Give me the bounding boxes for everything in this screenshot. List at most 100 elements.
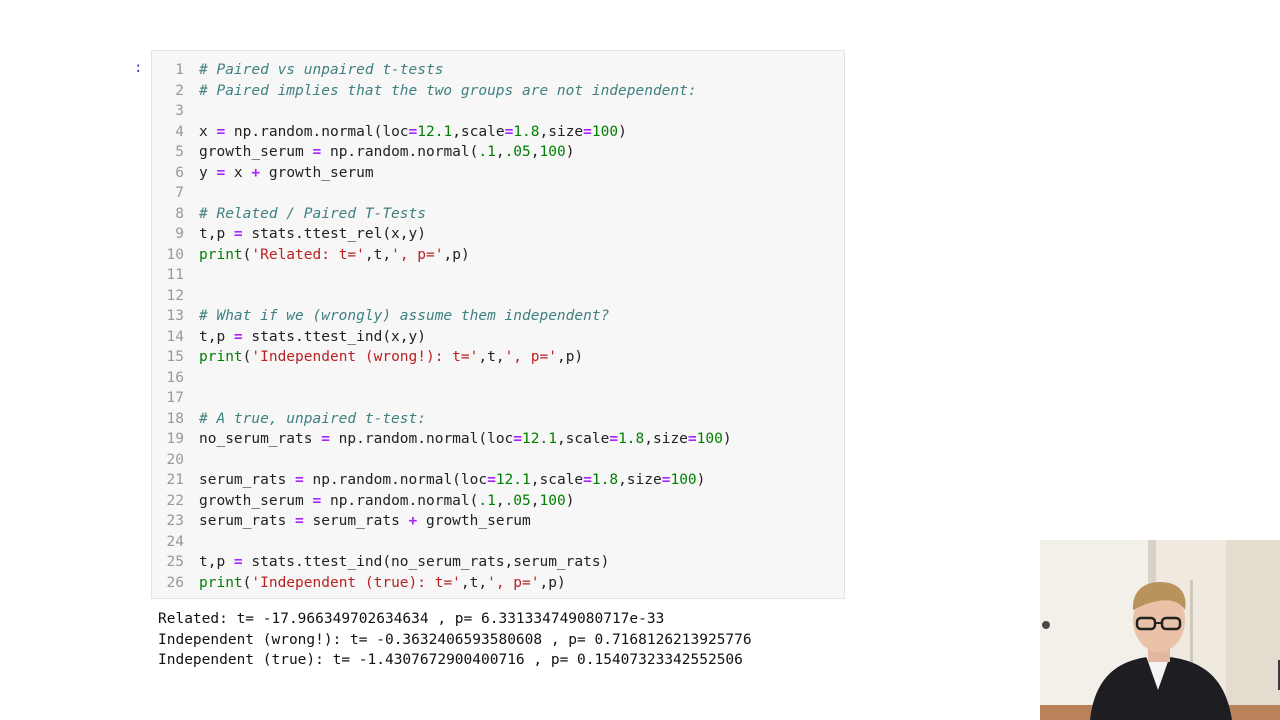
- code-token: 'Independent (wrong!): t=': [251, 349, 479, 365]
- line-number: 15: [166, 349, 184, 365]
- code-token: no_serum_rats: [199, 431, 322, 447]
- code-token: ,: [530, 492, 540, 509]
- code-token: (: [242, 574, 252, 591]
- line-number: 8: [175, 205, 184, 222]
- code-line[interactable]: 7: [152, 183, 844, 204]
- code-token: serum_rats: [199, 472, 296, 488]
- line-number: 3: [175, 103, 184, 119]
- code-token: ,: [530, 144, 540, 160]
- code-token: =: [216, 123, 226, 140]
- line-number: 12: [166, 287, 184, 304]
- code-token: 12.1: [417, 123, 453, 140]
- code-token: ,: [495, 492, 505, 509]
- code-line[interactable]: 13# What if we (wrongly) assume them ind…: [152, 306, 844, 327]
- code-token: (: [242, 349, 252, 365]
- code-token: =: [233, 554, 243, 570]
- code-text: [184, 368, 199, 389]
- code-token: =: [609, 431, 619, 447]
- code-token: 12.1: [495, 472, 531, 488]
- line-number-gutter: [152, 51, 192, 598]
- code-token: growth_serum: [417, 513, 531, 529]
- webcam-image: [1040, 540, 1280, 720]
- code-token: growth_serum: [199, 144, 313, 160]
- code-token: ,scale: [530, 472, 584, 488]
- line-number: 21: [166, 472, 184, 488]
- code-token: ,: [495, 144, 505, 160]
- code-token: 100: [591, 123, 619, 140]
- code-token: 12.1: [522, 431, 557, 447]
- line-number: 24: [166, 533, 184, 550]
- code-line[interactable]: 17: [152, 388, 844, 409]
- line-number: 11: [166, 267, 184, 283]
- line-number: 2: [175, 82, 184, 99]
- line-number: 19: [166, 431, 184, 447]
- code-token: print: [199, 574, 243, 591]
- code-token: ,t,: [478, 349, 505, 365]
- line-number: 23: [166, 513, 184, 529]
- code-line[interactable]: 15 print('Independent (wrong!): t=',t,', …: [152, 347, 844, 368]
- code-line[interactable]: 11: [152, 265, 844, 286]
- code-line[interactable]: 18# A true, unpaired t-test:: [152, 409, 844, 430]
- code-text: print('Related: t=',t,', p=',p): [184, 245, 470, 266]
- code-text: growth_serum = np.random.normal(.1,.05,1…: [184, 491, 574, 512]
- code-text: [184, 388, 199, 409]
- code-text: # What if we (wrongly) assume them indep…: [184, 306, 609, 327]
- code-text: # Paired implies that the two groups are…: [184, 81, 697, 102]
- code-text: # Paired vs unpaired t-tests: [184, 60, 443, 81]
- code-text: [184, 532, 199, 553]
- code-line[interactable]: 24: [152, 532, 844, 553]
- code-token: ): [565, 492, 575, 509]
- code-token: t,p: [199, 554, 234, 570]
- code-line[interactable]: 8# Related / Paired T-Tests: [152, 204, 844, 225]
- code-text: serum_rats = np.random.normal(loc=12.1,s…: [184, 470, 705, 491]
- code-text: [184, 265, 199, 286]
- code-token: print: [199, 246, 243, 263]
- code-text: x = np.random.normal(loc=12.1,scale=1.8,…: [184, 122, 627, 143]
- line-number: 10: [166, 246, 184, 263]
- code-token: =: [583, 472, 592, 488]
- code-token: (: [242, 246, 252, 263]
- code-token: ', p=': [504, 349, 557, 365]
- line-number: 18: [166, 410, 184, 427]
- code-token: ,p): [539, 574, 566, 591]
- code-token: stats.ttest_ind(no_serum_rats,serum_rats…: [242, 554, 610, 570]
- code-token: ,p): [443, 246, 470, 263]
- code-token: np.random.normal(loc: [303, 472, 488, 488]
- code-token: =: [233, 226, 243, 242]
- code-token: x: [225, 164, 252, 181]
- code-token: print: [199, 349, 243, 365]
- code-token: ,scale: [452, 123, 505, 140]
- code-line[interactable]: 12: [152, 286, 844, 307]
- code-line[interactable]: 2# Paired implies that the two groups ar…: [152, 81, 844, 102]
- code-text: y = x + growth_serum: [184, 163, 374, 184]
- code-text: # Related / Paired T-Tests: [184, 204, 426, 225]
- code-token: ', p=': [391, 246, 444, 263]
- code-line[interactable]: 3: [152, 101, 844, 122]
- code-text: # A true, unpaired t-test:: [184, 409, 426, 430]
- code-token: serum_rats: [199, 513, 296, 529]
- code-token: .05: [504, 492, 531, 509]
- code-line[interactable]: 20: [152, 450, 844, 471]
- code-token: np.random.normal(: [321, 144, 479, 160]
- code-token: =: [583, 123, 592, 140]
- code-token: =: [312, 492, 322, 509]
- code-token: y: [199, 164, 217, 181]
- cell-prompt: :: [134, 60, 143, 76]
- output-line: Independent (wrong!): t= -0.363240659358…: [158, 631, 752, 648]
- code-line[interactable]: 16: [152, 368, 844, 389]
- code-line[interactable]: 1# Paired vs unpaired t-tests: [152, 60, 844, 81]
